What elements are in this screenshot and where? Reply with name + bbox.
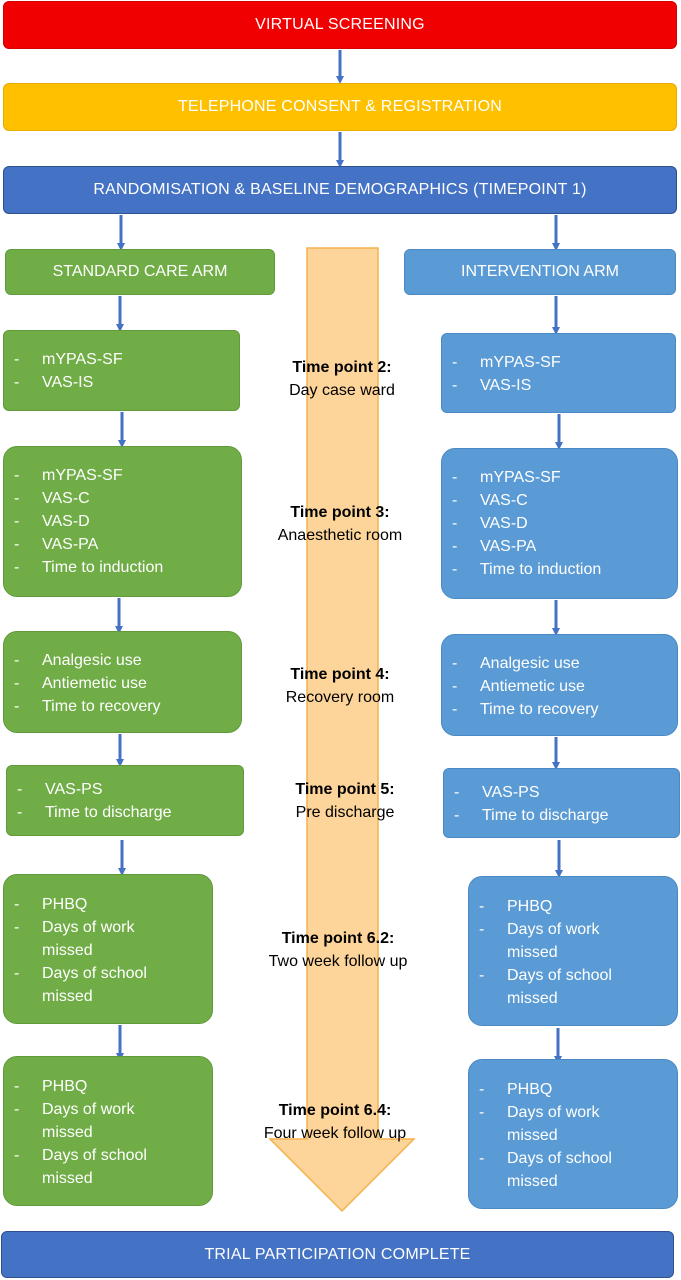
list-item: Time to recovery: [4, 695, 241, 718]
list-item: mYPAS-SF: [4, 348, 239, 371]
list-item: PHBQ: [4, 1075, 212, 1098]
list-item: mYPAS-SF: [4, 464, 241, 487]
intervention-block-tp5: VAS-PS Time to discharge: [443, 768, 680, 838]
timepoint-title: Time point 4:: [290, 666, 390, 683]
timepoint-place: Four week follow up: [263, 1125, 407, 1142]
list-item: Time to induction: [4, 556, 241, 579]
standard-block-tp5: VAS-PS Time to discharge: [6, 765, 244, 836]
standard-block-tp6-4: PHBQ Days of work missed Days of school …: [3, 1056, 213, 1206]
list-item: VAS-PA: [442, 535, 677, 558]
timepoint-2-label: Time point 2: Day case ward: [242, 356, 442, 402]
timepoint-place: Recovery room: [285, 689, 395, 706]
standard-block-tp4: Analgesic use Antiemetic use Time to rec…: [3, 631, 242, 733]
intervention-block-tp6-4: PHBQ Days of work missed Days of school …: [468, 1059, 678, 1209]
list-item: Days of work missed: [469, 1101, 625, 1147]
list-item: Days of school missed: [4, 1144, 160, 1190]
intervention-arm-title: INTERVENTION ARM: [404, 249, 676, 295]
list-item: Days of school missed: [469, 1147, 625, 1193]
list-item: VAS-PS: [7, 778, 243, 801]
timepoint-place: Two week follow up: [268, 953, 408, 970]
list-item: Days of school missed: [4, 962, 160, 1008]
list-item: Time to discharge: [7, 801, 243, 824]
timepoint-title: Time point 5:: [295, 781, 395, 798]
randomisation-label: RANDOMISATION & BASELINE DEMOGRAPHICS (T…: [93, 181, 587, 198]
list-item: Days of work missed: [4, 1098, 160, 1144]
telephone-consent-label: TELEPHONE CONSENT & REGISTRATION: [177, 98, 503, 115]
list-item: Days of work missed: [469, 918, 625, 964]
timepoint-3-label: Time point 3: Anaesthetic room: [240, 501, 440, 547]
trial-complete-banner: TRIAL PARTICIPATION COMPLETE: [1, 1231, 674, 1278]
standard-care-arm-title: STANDARD CARE ARM: [5, 249, 275, 295]
list-item: Analgesic use: [4, 649, 241, 672]
timepoint-place: Day case ward: [289, 382, 395, 399]
intervention-block-tp2: mYPAS-SF VAS-IS: [441, 333, 676, 413]
list-item: mYPAS-SF: [442, 466, 677, 489]
list-item: VAS-C: [4, 487, 241, 510]
list-item: VAS-D: [4, 510, 241, 533]
list-item: PHBQ: [469, 895, 677, 918]
list-item: VAS-C: [442, 489, 677, 512]
timepoint-place: Pre discharge: [295, 804, 395, 821]
list-item: VAS-IS: [4, 371, 239, 394]
list-item: Time to discharge: [444, 804, 679, 827]
standard-block-tp3: mYPAS-SF VAS-C VAS-D VAS-PA Time to indu…: [3, 446, 242, 597]
list-item: Antiemetic use: [442, 675, 677, 698]
timepoint-title: Time point 3:: [290, 504, 390, 521]
list-item: Days of work missed: [4, 916, 160, 962]
list-item: PHBQ: [4, 893, 212, 916]
intervention-block-tp3: mYPAS-SF VAS-C VAS-D VAS-PA Time to indu…: [441, 448, 678, 599]
list-item: Time to induction: [442, 558, 677, 581]
timepoint-place: Anaesthetic room: [277, 527, 403, 544]
list-item: VAS-D: [442, 512, 677, 535]
list-item: VAS-PA: [4, 533, 241, 556]
randomisation-banner: RANDOMISATION & BASELINE DEMOGRAPHICS (T…: [3, 166, 677, 214]
timepoint-title: Time point 6.2:: [281, 930, 395, 947]
list-item: Analgesic use: [442, 652, 677, 675]
trial-complete-label: TRIAL PARTICIPATION COMPLETE: [204, 1245, 471, 1263]
virtual-screening-banner: VIRTUAL SCREENING: [3, 1, 677, 49]
timepoint-6-4-label: Time point 6.4: Four week follow up: [235, 1099, 435, 1145]
standard-arm-label: STANDARD CARE ARM: [52, 263, 228, 280]
timepoint-4-label: Time point 4: Recovery room: [240, 663, 440, 709]
virtual-screening-label: VIRTUAL SCREENING: [255, 16, 425, 33]
list-item: VAS-IS: [442, 374, 675, 397]
list-item: Days of school missed: [469, 964, 625, 1010]
timepoint-title: Time point 2:: [292, 359, 392, 376]
list-item: mYPAS-SF: [442, 351, 675, 374]
standard-block-tp6-2: PHBQ Days of work missed Days of school …: [3, 874, 213, 1024]
timepoint-title: Time point 6.4:: [278, 1102, 392, 1119]
timepoint-5-label: Time point 5: Pre discharge: [245, 778, 445, 824]
timeline-arrow: [268, 247, 416, 1213]
list-item: Time to recovery: [442, 698, 677, 721]
list-item: Antiemetic use: [4, 672, 241, 695]
list-item: VAS-PS: [444, 781, 679, 804]
intervention-block-tp4: Analgesic use Antiemetic use Time to rec…: [441, 634, 678, 736]
intervention-arm-label: INTERVENTION ARM: [461, 263, 619, 280]
list-item: PHBQ: [469, 1078, 677, 1101]
telephone-consent-banner: TELEPHONE CONSENT & REGISTRATION: [3, 83, 677, 131]
intervention-block-tp6-2: PHBQ Days of work missed Days of school …: [468, 876, 678, 1026]
timepoint-6-2-label: Time point 6.2: Two week follow up: [238, 927, 438, 973]
standard-block-tp2: mYPAS-SF VAS-IS: [3, 330, 240, 411]
